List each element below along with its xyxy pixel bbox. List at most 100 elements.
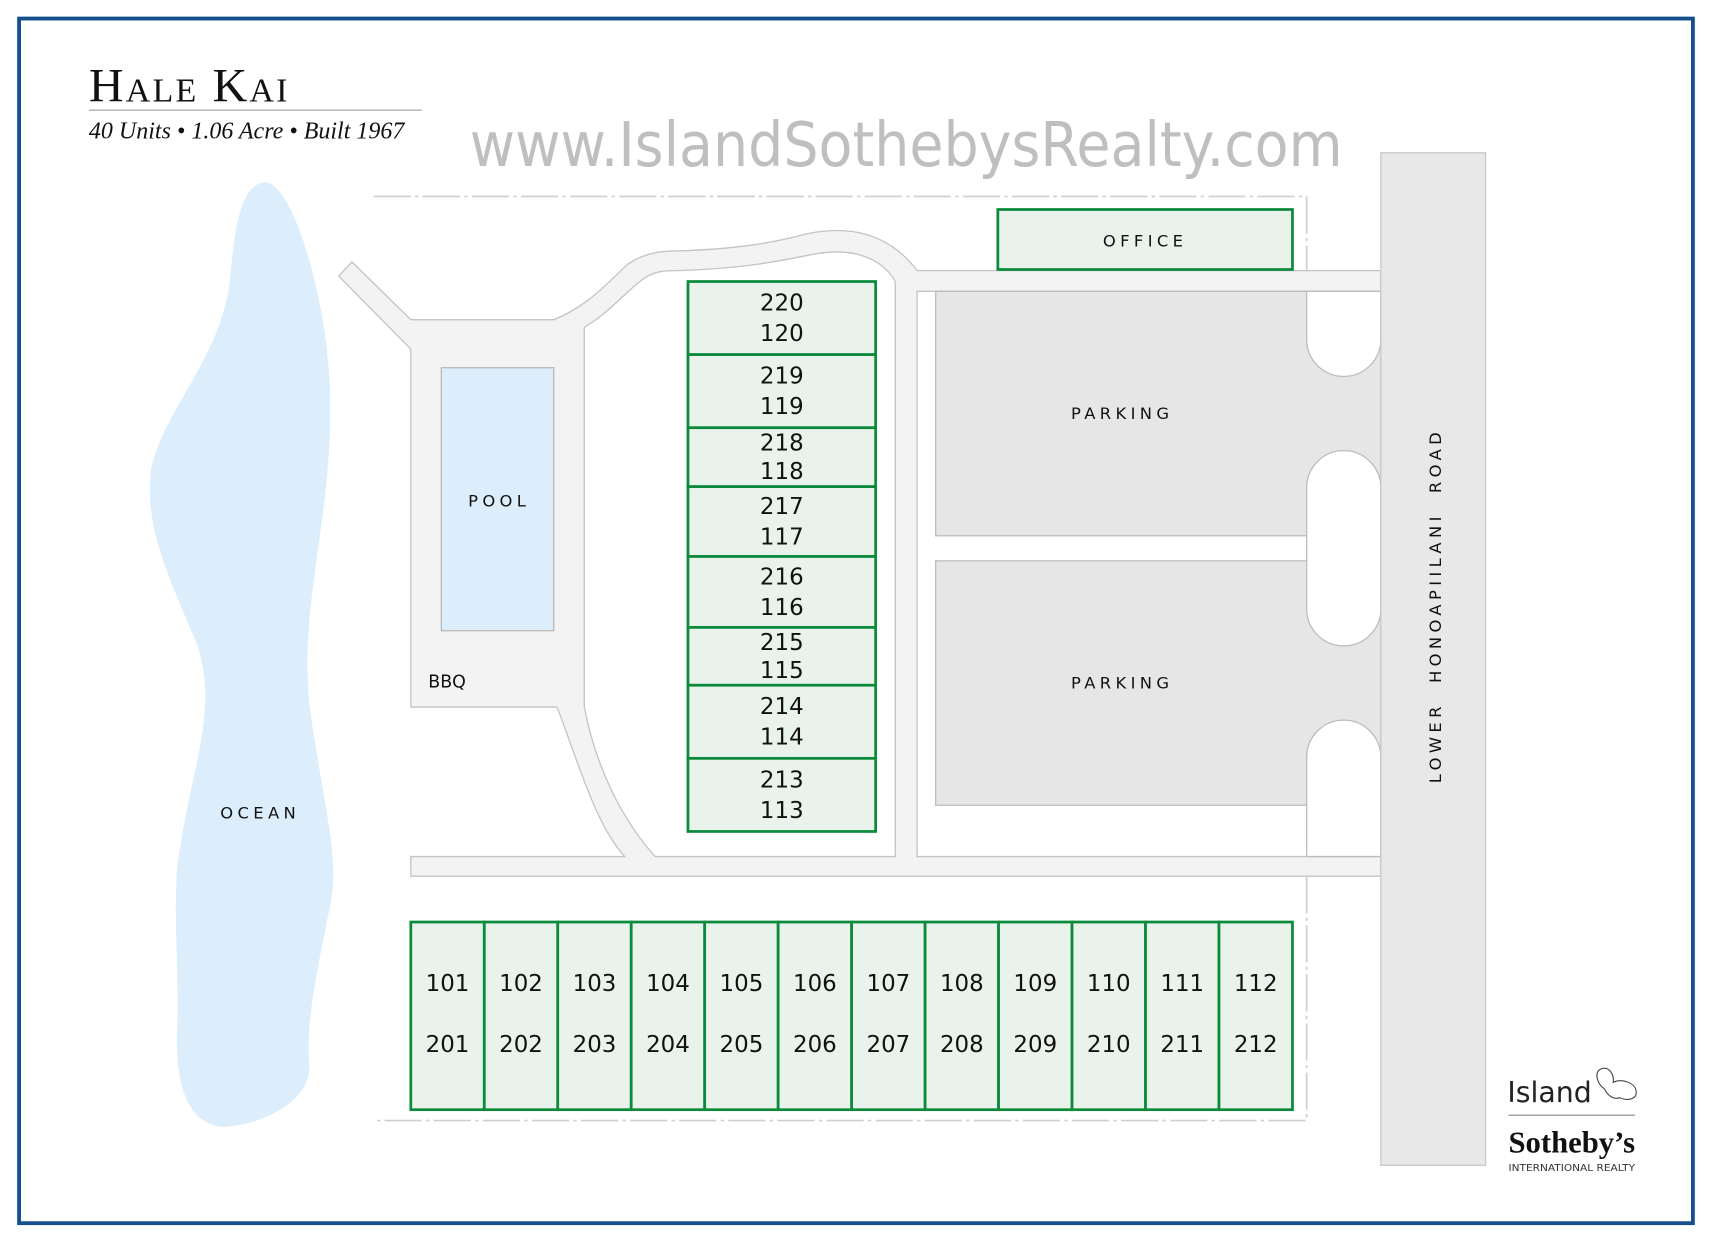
property-boundary <box>373 195 1308 1122</box>
unit-number-lower: 116 <box>760 595 804 621</box>
unit-number-upper: 217 <box>760 494 804 520</box>
unit-number-lower-floor: 108 <box>940 971 984 997</box>
unit-number-upper-floor: 202 <box>499 1032 543 1058</box>
unit-number-upper-floor: 210 <box>1087 1032 1131 1058</box>
unit-number-upper: 218 <box>760 431 804 457</box>
page-title: Hale Kai <box>89 59 290 112</box>
unit-outline <box>629 920 707 1112</box>
parking-label-north: PARKING <box>1071 404 1173 423</box>
unit-104-204[interactable]: 104 204 <box>629 920 707 1112</box>
unit-outline <box>686 426 878 489</box>
maui-island-icon <box>1596 1067 1637 1100</box>
unit-number-upper: 214 <box>760 694 804 720</box>
unit-number-lower: 118 <box>760 459 804 485</box>
unit-number-lower-floor: 104 <box>646 971 690 997</box>
ocean-area <box>149 182 334 1128</box>
unit-outline <box>686 485 878 558</box>
logo-sothebys: Sotheby’s <box>1509 1125 1636 1159</box>
pool-label: POOL <box>468 491 530 510</box>
unit-outline <box>1070 920 1147 1112</box>
unit-outline <box>409 920 486 1112</box>
unit-column-building: 2201202191192181182171172161162151152141… <box>686 280 878 833</box>
unit-number-upper: 219 <box>760 364 804 390</box>
unit-number-upper-floor: 203 <box>573 1032 617 1058</box>
unit-107-207[interactable]: 107 207 <box>850 920 927 1112</box>
unit-112-212[interactable]: 112 212 <box>1217 920 1294 1112</box>
unit-number-upper-floor: 211 <box>1160 1032 1204 1058</box>
unit-number-lower-floor: 110 <box>1087 971 1131 997</box>
unit-number-upper: 215 <box>760 630 804 656</box>
unit-outline <box>703 920 780 1112</box>
unit-number-lower-floor: 102 <box>499 971 543 997</box>
curb-notch-middle <box>1305 449 1382 647</box>
unit-outline <box>686 555 878 629</box>
unit-number-upper: 216 <box>760 564 804 590</box>
unit-number-upper-floor: 205 <box>720 1032 764 1058</box>
lower-honoapiilani-road <box>1380 152 1487 1167</box>
unit-outline <box>850 920 927 1112</box>
parking-label-south: PARKING <box>1071 674 1173 693</box>
curb-notch-bottom <box>1305 719 1382 858</box>
unit-number-lower-floor: 112 <box>1234 971 1278 997</box>
office-building <box>996 208 1294 271</box>
unit-outline <box>686 683 878 760</box>
sothebys-logo: Island Sotheby’s INTERNATIONAL REALTY <box>1507 1067 1637 1174</box>
unit-number-lower: 115 <box>760 658 804 684</box>
unit-number-lower-floor: 109 <box>1013 971 1057 997</box>
bbq-label: BBQ <box>428 672 466 692</box>
unit-number-upper: 220 <box>760 290 804 316</box>
office-label: OFFICE <box>1103 232 1187 251</box>
unit-number-upper-floor: 201 <box>426 1032 470 1058</box>
unit-number-lower-floor: 103 <box>573 971 617 997</box>
unit-number-lower: 114 <box>760 725 804 751</box>
unit-outline <box>556 920 633 1112</box>
unit-number-lower: 117 <box>760 524 804 550</box>
unit-outline <box>686 353 878 430</box>
unit-number-lower-floor: 105 <box>720 971 764 997</box>
unit-number-lower-floor: 106 <box>793 971 837 997</box>
unit-number-upper-floor: 208 <box>940 1032 984 1058</box>
unit-108-208[interactable]: 108 208 <box>923 920 1000 1112</box>
unit-105-205[interactable]: 105 205 <box>703 920 780 1112</box>
unit-outline <box>482 920 560 1112</box>
unit-number-upper-floor: 212 <box>1234 1032 1278 1058</box>
unit-number-upper-floor: 206 <box>793 1032 837 1058</box>
unit-outline <box>1217 920 1294 1112</box>
unit-number-upper-floor: 209 <box>1013 1032 1057 1058</box>
unit-number-upper-floor: 204 <box>646 1032 690 1058</box>
pool <box>440 367 555 632</box>
ocean-label: OCEAN <box>220 803 300 822</box>
unit-103-203[interactable]: 103 203 <box>556 920 633 1112</box>
logo-international-realty: INTERNATIONAL REALTY <box>1509 1163 1636 1174</box>
unit-number-upper: 213 <box>760 767 804 793</box>
curb-notch-top <box>1305 290 1382 378</box>
unit-number-upper-floor: 207 <box>867 1032 911 1058</box>
unit-outline <box>1144 920 1221 1112</box>
unit-outline <box>686 280 878 356</box>
unit-outline <box>686 626 878 687</box>
unit-outline <box>686 756 878 833</box>
unit-106-206[interactable]: 106 206 <box>776 920 853 1112</box>
unit-outline <box>923 920 1000 1112</box>
unit-109-209[interactable]: 109 209 <box>997 920 1074 1112</box>
unit-102-202[interactable]: 102 202 <box>482 920 560 1112</box>
unit-number-lower-floor: 107 <box>867 971 911 997</box>
unit-number-lower: 120 <box>760 321 804 347</box>
unit-number-lower: 113 <box>760 798 804 824</box>
unit-outline <box>997 920 1074 1112</box>
watermark: www.IslandSothebysRealty.com <box>470 110 1343 181</box>
unit-110-210[interactable]: 110 210 <box>1070 920 1147 1112</box>
road-label: LOWER HONOAPIILANI ROAD <box>1426 428 1445 783</box>
